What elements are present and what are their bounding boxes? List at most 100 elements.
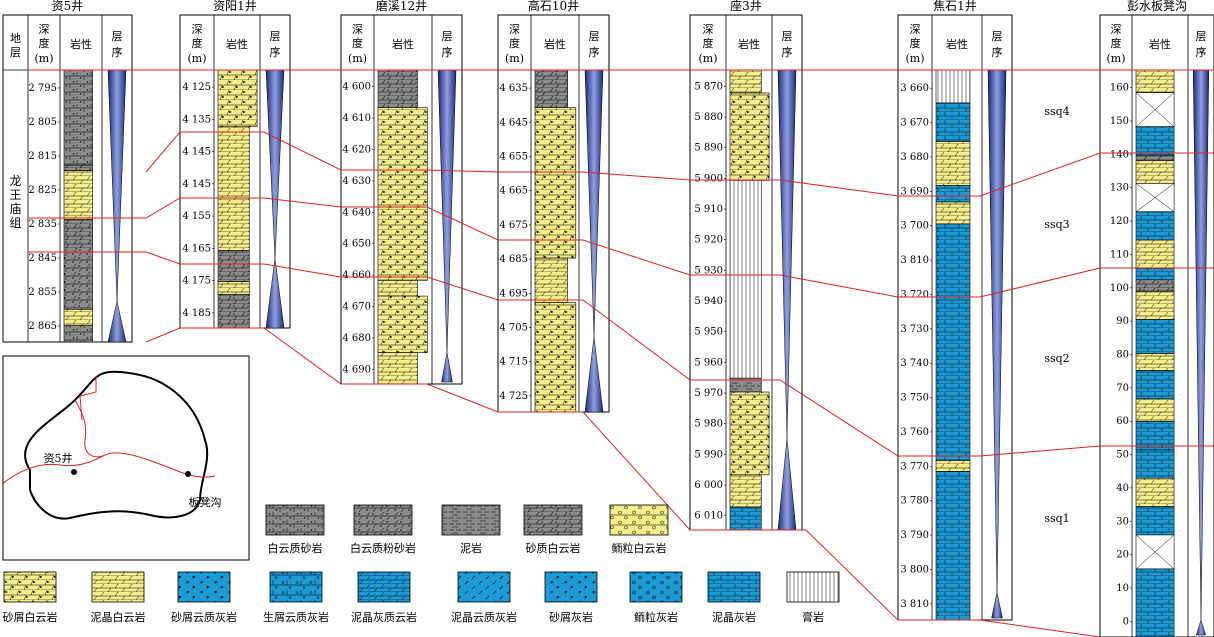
depth-tick: 160: [1110, 83, 1129, 94]
depth-tick: 4 165: [182, 243, 211, 254]
legend-swatch-dolomitic_silty_sandstone: [353, 504, 413, 536]
seq-header: 序: [442, 45, 453, 59]
depth-tick: 0: [1123, 616, 1129, 627]
well-name: 座3井: [730, 0, 762, 13]
lithology-block: [935, 141, 971, 186]
depth-tick: 70: [1116, 383, 1129, 394]
legend-swatch-micritic_dolomite: [91, 571, 145, 603]
lithology-block: [1135, 353, 1175, 371]
depth-tick: 5 960: [694, 357, 723, 368]
legend-swatch-micritic_calc_dolomite: [357, 571, 411, 603]
depth-tick: 60: [1116, 416, 1129, 427]
depth-tick: 3 750: [900, 393, 929, 404]
depth-tick: 3 790: [900, 530, 929, 541]
sequence-triangle-up: [991, 592, 1003, 619]
depth-header-unit: (m): [348, 52, 367, 65]
depth-tick: 5 990: [694, 449, 723, 460]
depth-tick: 4 125: [182, 82, 211, 93]
depth-tick: 5 950: [694, 327, 723, 338]
depth-tick: 2 805: [28, 117, 57, 128]
depth-tick: 5 910: [694, 204, 723, 215]
lithology-block: [729, 391, 770, 476]
correlation-line-2: [145, 131, 1214, 197]
lithology-block: [63, 69, 93, 166]
depth-tick: 50: [1116, 450, 1129, 461]
formation-label: 王: [9, 188, 21, 202]
lithology-block: [729, 69, 762, 94]
depth-tick: 3 810: [900, 255, 929, 266]
legend-label: 泥晶灰质云岩: [351, 610, 417, 624]
depth-tick: 3 720: [900, 289, 929, 300]
depth-tick: 4 630: [342, 176, 371, 187]
legend-label: 砂质白云岩: [526, 541, 581, 555]
depth-header: 度: [39, 36, 50, 50]
ssq-label: ssq2: [1044, 352, 1069, 365]
depth-tick: 3 680: [900, 152, 929, 163]
lithology-block: [1135, 290, 1175, 320]
lithology-header: 岩性: [392, 37, 414, 51]
lithology-block: [935, 460, 971, 472]
seq-header: 层: [1196, 30, 1207, 43]
depth-header-unit: (m): [187, 52, 206, 65]
depth-tick: 2 795: [28, 83, 57, 94]
depth-tick: 20: [1116, 550, 1129, 561]
well-name: 焦石1井: [933, 0, 977, 13]
depth-tick: 6 010: [694, 511, 723, 522]
seq-header: 序: [270, 45, 281, 59]
depth-tick: 5 930: [694, 265, 723, 276]
depth-tick: 4 640: [342, 207, 371, 218]
legend-swatch-bio_dolomitic_limestone: [269, 571, 323, 603]
depth-tick: 3 740: [900, 358, 929, 369]
depth-tick: 3 800: [900, 564, 929, 575]
legend-swatch-gypsum: [786, 571, 840, 603]
depth-tick: 4 660: [342, 270, 371, 281]
lithology-block: [63, 164, 93, 171]
depth-tick: 4 695: [499, 288, 528, 299]
depth-tick: 4 665: [499, 186, 528, 197]
depth-tick: 140: [1110, 149, 1129, 160]
depth-header: 深: [509, 23, 520, 36]
legend-label: 鲕粒灰岩: [634, 610, 678, 624]
seq-header: 序: [782, 45, 793, 59]
legend-label: 泥岩: [460, 541, 482, 555]
formation-label: 龙: [9, 174, 21, 188]
depth-tick: 3 760: [900, 427, 929, 438]
lithology-block: [63, 325, 93, 343]
lithology-block: [935, 185, 971, 203]
legend-swatch-sandy_dolomite: [523, 504, 583, 536]
sequence-triangle-up: [265, 258, 285, 329]
lithology-block: [1135, 421, 1175, 451]
depth-tick: 3 810: [900, 599, 929, 610]
lithology-block: [377, 280, 418, 297]
lithology-header: 岩性: [738, 37, 760, 51]
depth-tick: 2 825: [28, 185, 57, 196]
well-name: 资阳1井: [213, 0, 257, 13]
lithology-header: 岩性: [946, 37, 968, 51]
depth-header: 深: [703, 23, 714, 36]
legend-swatch-sand_dolomite: [3, 571, 57, 603]
lithology-cross: [1135, 92, 1175, 127]
lithology-block: [1135, 477, 1175, 507]
depth-header-unit: (m): [34, 52, 53, 65]
sequence-triangle-up: [584, 336, 604, 413]
lithology-header: 岩性: [544, 37, 566, 51]
depth-tick: 100: [1110, 283, 1129, 294]
depth-tick: 110: [1110, 249, 1129, 260]
lithology-block: [534, 69, 568, 108]
lithology-block: [935, 223, 971, 461]
depth-header-unit: (m): [905, 52, 924, 65]
lithology-block: [729, 474, 762, 508]
legend-label: 砂屑白云岩: [3, 610, 58, 624]
depth-tick: 4 690: [342, 364, 371, 375]
location-map-frame: [2, 355, 250, 561]
lithology-block: [1135, 239, 1175, 269]
depth-tick: 5 970: [694, 388, 723, 399]
depth-header: 深: [192, 23, 203, 36]
sequence-triangle-up: [1195, 619, 1207, 636]
depth-header: 深: [352, 23, 363, 36]
